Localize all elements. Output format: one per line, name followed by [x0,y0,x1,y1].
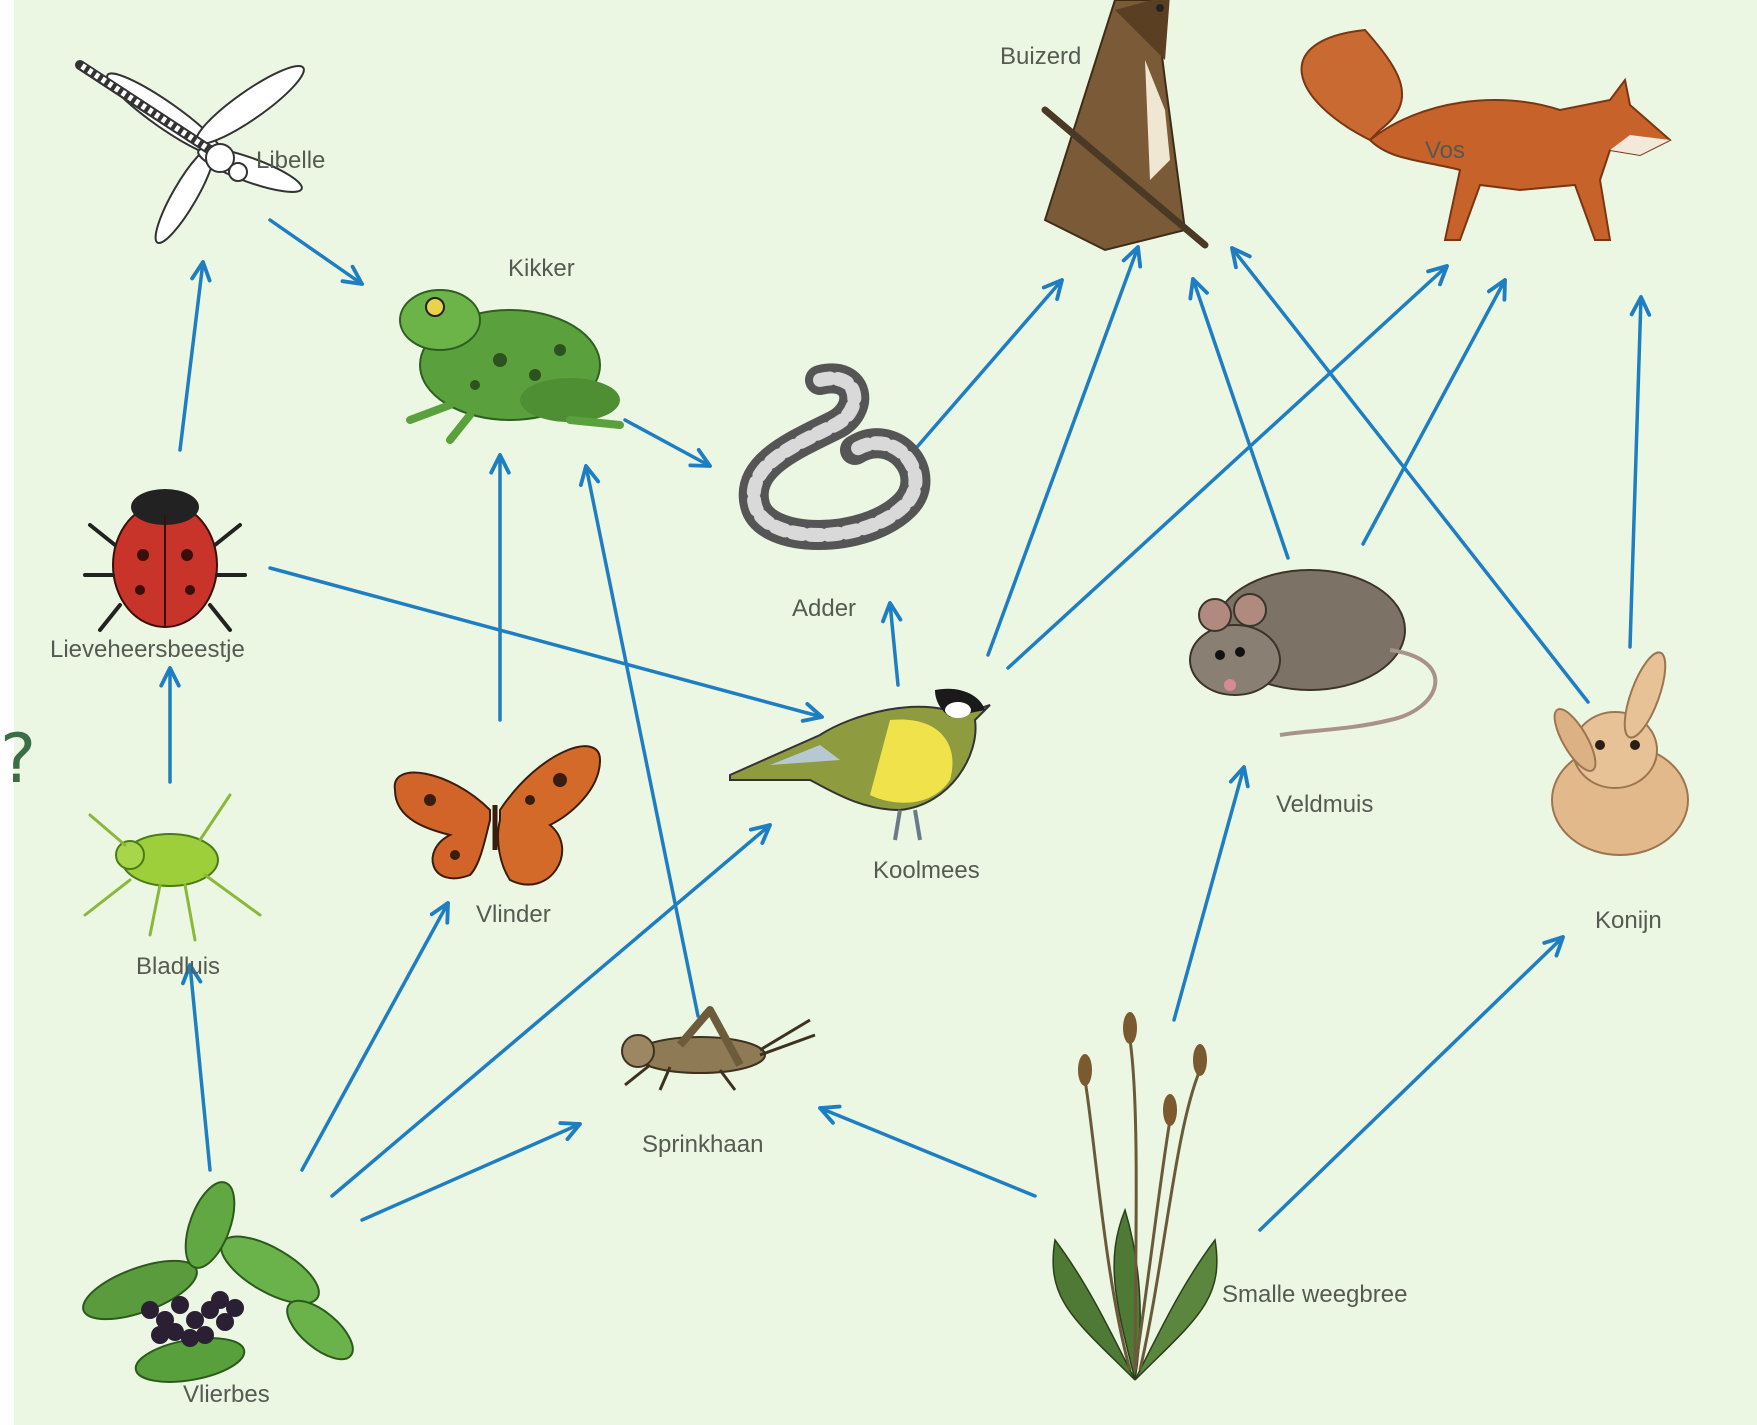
snake-icon [754,378,916,535]
arrow-lieveheersbeestje-to-koolmees [270,568,822,717]
label-lieveheersbeestje: Lieveheersbeestje [50,636,245,663]
grasshopper-icon [622,1010,815,1090]
buzzard-icon [1045,0,1205,250]
arrow-smalle_weegbree-to-sprinkhaan [820,1108,1035,1196]
arrow-veldmuis-to-buizerd [1193,279,1288,558]
fox-icon [1302,30,1670,240]
label-buizerd: Buizerd [1000,43,1081,70]
arrow-libelle-to-kikker [270,220,362,284]
arrow-lieveheersbeestje-to-libelle [180,262,203,450]
label-veldmuis: Veldmuis [1276,791,1373,818]
arrow-kikker-to-adder [625,420,710,466]
arrow-konijn-to-vos [1630,297,1641,647]
arrow-koolmees-to-buizerd [988,247,1138,655]
arrow-vlierbes-to-vlinder [302,903,448,1170]
label-bladluis: Bladluis [136,953,220,980]
label-smalle-weegbree: Smalle weegbree [1222,1281,1407,1308]
arrow-smalle_weegbree-to-konijn [1260,937,1563,1230]
aphid-icon [85,795,260,940]
label-adder: Adder [792,595,856,622]
mouse-icon [1190,570,1435,735]
butterfly-icon [395,746,600,884]
arrow-vlierbes-to-bladluis [190,965,210,1170]
frog-icon [400,290,620,440]
label-kikker: Kikker [508,255,575,282]
label-koolmees: Koolmees [873,857,980,884]
label-sprinkhaan: Sprinkhaan [642,1131,763,1158]
plantain-icon [1053,1012,1217,1380]
arrow-smalle_weegbree-to-veldmuis [1174,767,1244,1020]
label-konijn: Konijn [1595,907,1662,934]
ladybug-icon [85,489,245,630]
arrow-vlierbes-to-sprinkhaan [362,1124,580,1220]
elderberry-icon [76,1176,362,1389]
arrow-koolmees-to-adder [890,603,898,685]
label-vlierbes: Vlierbes [183,1381,270,1408]
great-tit-icon [730,689,990,840]
label-vos: Vos [1425,137,1465,164]
label-vlinder: Vlinder [476,901,551,928]
label-libelle: Libelle [256,147,325,174]
arrow-adder-to-buizerd [917,280,1062,447]
